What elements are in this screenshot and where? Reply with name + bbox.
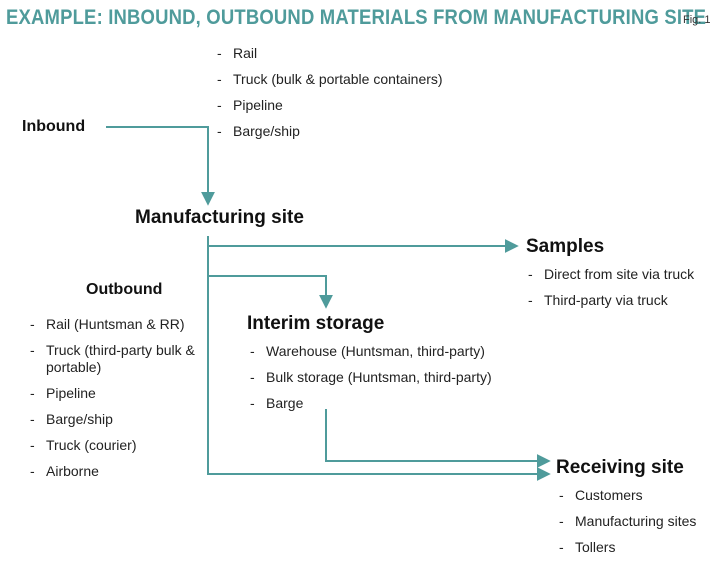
outbound-item: Truck (third-party bulk & portable) — [26, 342, 201, 376]
interim-storage-item: Warehouse (Huntsman, third-party) — [246, 343, 492, 360]
arrow-to-interim-storage — [207, 246, 333, 309]
diagram-title: EXAMPLE: INBOUND, OUTBOUND MATERIALS FRO… — [6, 6, 707, 29]
figure-label: Fig. 1 — [683, 14, 711, 26]
inbound-modes-list: RailTruck (bulk & portable containers) Pi… — [213, 45, 443, 149]
inbound-mode-item: Barge/ship — [213, 123, 443, 140]
interim-storage-item: Bulk storage (Huntsman, third-party) — [246, 369, 492, 386]
arrow-inbound-to-manufacturing — [106, 126, 215, 206]
samples-label: Samples — [526, 236, 605, 257]
receiving-site-item: Manufacturing sites — [555, 513, 696, 530]
samples-item: Direct from site via truck — [524, 266, 694, 283]
outbound-item: Airborne — [26, 463, 201, 480]
outbound-item: Pipeline — [26, 385, 201, 402]
interim-storage-label: Interim storage — [247, 313, 385, 334]
receiving-site-list: CustomersManufacturing sitesTollers — [555, 487, 696, 565]
outbound-label: Outbound — [86, 281, 163, 298]
receiving-site-item: Customers — [555, 487, 696, 504]
outbound-item: Barge/ship — [26, 411, 201, 428]
outbound-item: Truck (courier) — [26, 437, 201, 454]
receiving-site-item: Tollers — [555, 539, 696, 556]
samples-item: Third-party via truck — [524, 292, 694, 309]
inbound-mode-item: Rail — [213, 45, 443, 62]
receiving-site-label: Receiving site — [556, 457, 684, 478]
outbound-item: Rail (Huntsman & RR) — [26, 316, 201, 333]
inbound-mode-item: Truck (bulk & portable containers) — [213, 71, 443, 88]
arrow-outbound-to-receiving — [207, 276, 551, 481]
samples-list: Direct from site via truckThird-party vi… — [524, 266, 694, 318]
interim-storage-item: Barge — [246, 395, 492, 412]
inbound-mode-item: Pipeline — [213, 97, 443, 114]
manufacturing-site-label: Manufacturing site — [135, 207, 304, 228]
interim-storage-list: Warehouse (Huntsman, third-party) Bulk st… — [246, 343, 492, 421]
outbound-list: Rail (Huntsman & RR) Truck (third-party b… — [26, 316, 201, 489]
inbound-label: Inbound — [22, 118, 86, 135]
arrow-manufacturing-to-samples — [207, 236, 519, 253]
arrow-interim-to-receiving — [325, 409, 551, 468]
